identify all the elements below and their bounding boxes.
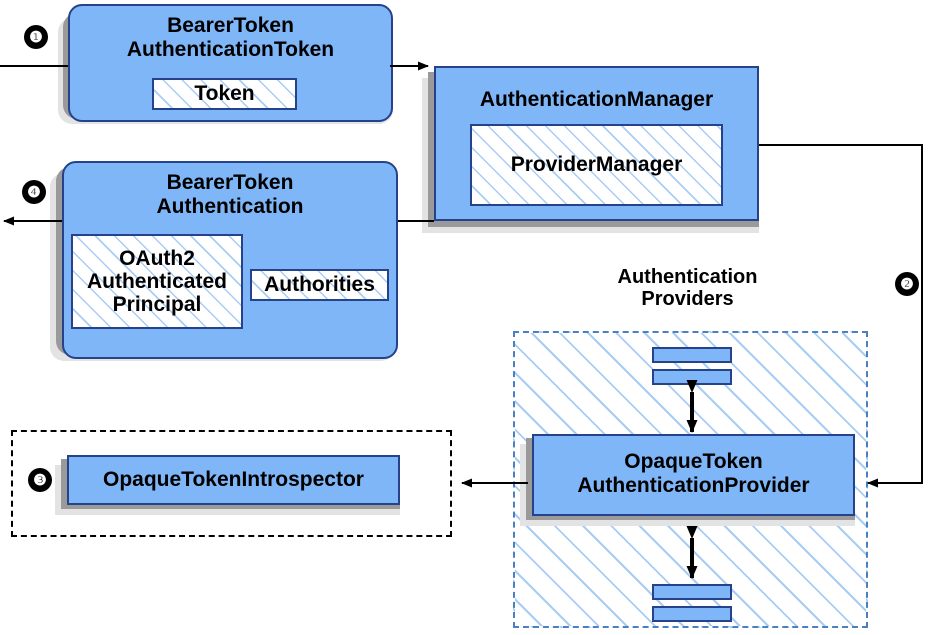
badge-step-3: ❸	[28, 468, 52, 492]
caption-line-1: Authentication	[617, 266, 758, 288]
provider-stack-top-bar-2	[652, 369, 732, 385]
badge-step-4-label: ❹	[27, 183, 41, 201]
bearer-token-authentication-title-line-2: Authentication	[156, 194, 304, 218]
opaque-token-introspector-node[interactable]: OpaqueTokenIntrospector	[67, 455, 400, 505]
provider-stack-top-bar-1	[652, 347, 732, 363]
authorities-label: Authorities	[264, 273, 375, 297]
principal-line-1: OAuth2	[119, 246, 195, 270]
badge-step-2: ❷	[895, 272, 919, 296]
authentication-providers-caption: Authentication Providers	[585, 266, 790, 311]
bearer-token-auth-token-title-line-2: AuthenticationToken	[126, 37, 335, 61]
opaque-token-authentication-provider-node[interactable]: OpaqueToken AuthenticationProvider	[532, 434, 855, 516]
authorities-subbox: Authorities	[250, 269, 389, 301]
badge-step-1-label: ❶	[29, 28, 43, 46]
provider-stack-bottom-bar-1	[652, 584, 732, 600]
principal-line-3: Principal	[112, 293, 202, 317]
opaque-token-provider-title-line-1: OpaqueToken	[624, 450, 763, 473]
provider-manager-label: ProviderManager	[510, 153, 683, 177]
token-subbox: Token	[152, 78, 297, 110]
badge-step-2-label: ❷	[900, 275, 914, 293]
provider-manager-subbox: ProviderManager	[470, 124, 723, 206]
opaque-token-introspector-title: OpaqueTokenIntrospector	[103, 468, 364, 492]
token-subbox-label: Token	[194, 82, 255, 106]
oauth2-authenticated-principal-subbox: OAuth2 Authenticated Principal	[71, 234, 243, 329]
caption-line-2: Providers	[641, 288, 734, 311]
opaque-token-provider-title-line-2: AuthenticationProvider	[577, 473, 810, 497]
badge-step-3-label: ❸	[33, 471, 47, 489]
principal-line-2: Authenticated	[86, 269, 227, 293]
badge-step-1: ❶	[24, 25, 48, 49]
badge-step-4: ❹	[22, 180, 46, 204]
bearer-token-authentication-title-line-1: BearerToken	[166, 171, 294, 194]
bearer-token-auth-token-title-line-1: BearerToken	[167, 14, 294, 37]
authentication-manager-title: AuthenticationManager	[479, 88, 714, 111]
provider-stack-bottom-bar-2	[652, 606, 732, 622]
